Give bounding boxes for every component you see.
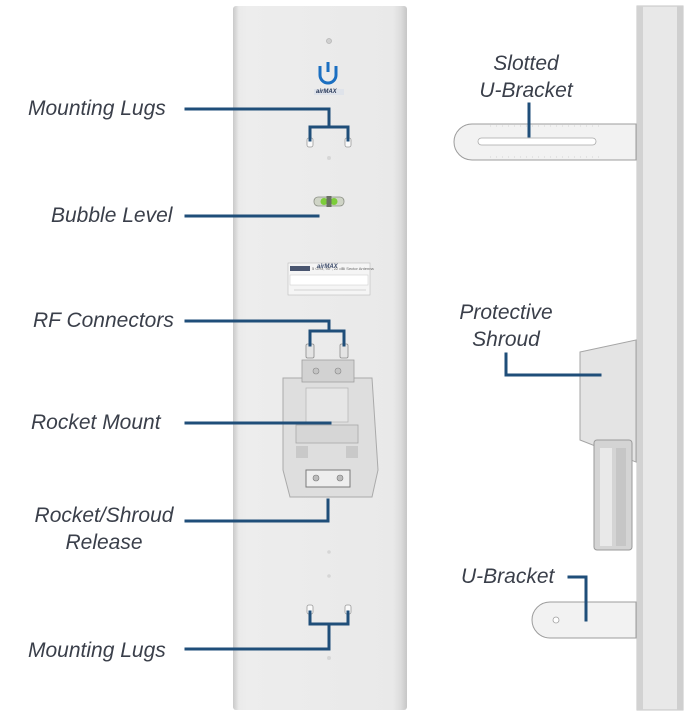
panel-screw [327,156,331,160]
mounting-lugs-bottom-icon [306,604,352,615]
label-bubble-level: Bubble Level [51,204,173,227]
antenna-side-view [636,5,684,711]
ubiquiti-logo-icon [318,62,338,85]
mounting-lugs-top-icon [306,137,352,148]
spec-label-plate [287,262,371,296]
panel-screw [326,38,332,44]
label-rocket-shroud-release-1: Rocket/Shroud [34,504,174,527]
airmax-badge-top-text: airMAX [316,89,337,95]
label-protective-shroud-2: Shroud [472,328,540,351]
airmax-badge-top [314,89,344,95]
airmax-badge-mid: airMAX [317,264,338,270]
spec-line: 5 GHz, 90°, 22 dBi Sector Antenna [312,266,374,271]
label-slotted-u-bracket-2: U-Bracket [479,79,573,102]
slotted-u-bracket-icon [453,123,637,161]
label-rocket-shroud-release-2: Release [65,531,143,554]
leader-lines [184,102,602,651]
label-mounting-lugs-top: Mounting Lugs [28,97,166,120]
panel-screw [327,550,331,554]
bubble-level-icon [313,196,345,207]
panel-screw [327,656,331,660]
u-bracket-icon [531,601,637,639]
label-rf-connectors: RF Connectors [33,309,174,332]
label-mounting-lugs-bottom: Mounting Lugs [28,639,166,662]
protective-shroud-icon [579,339,637,551]
label-u-bracket: U-Bracket [461,565,555,588]
rf-connectors-icon [305,343,349,359]
rocket-mount-icon [282,359,379,498]
panel-screw [327,574,331,578]
label-protective-shroud-1: Protective [459,301,553,324]
antenna-panel-front [233,6,407,710]
label-rocket-mount: Rocket Mount [31,411,161,434]
label-slotted-u-bracket-1: Slotted [493,52,559,75]
